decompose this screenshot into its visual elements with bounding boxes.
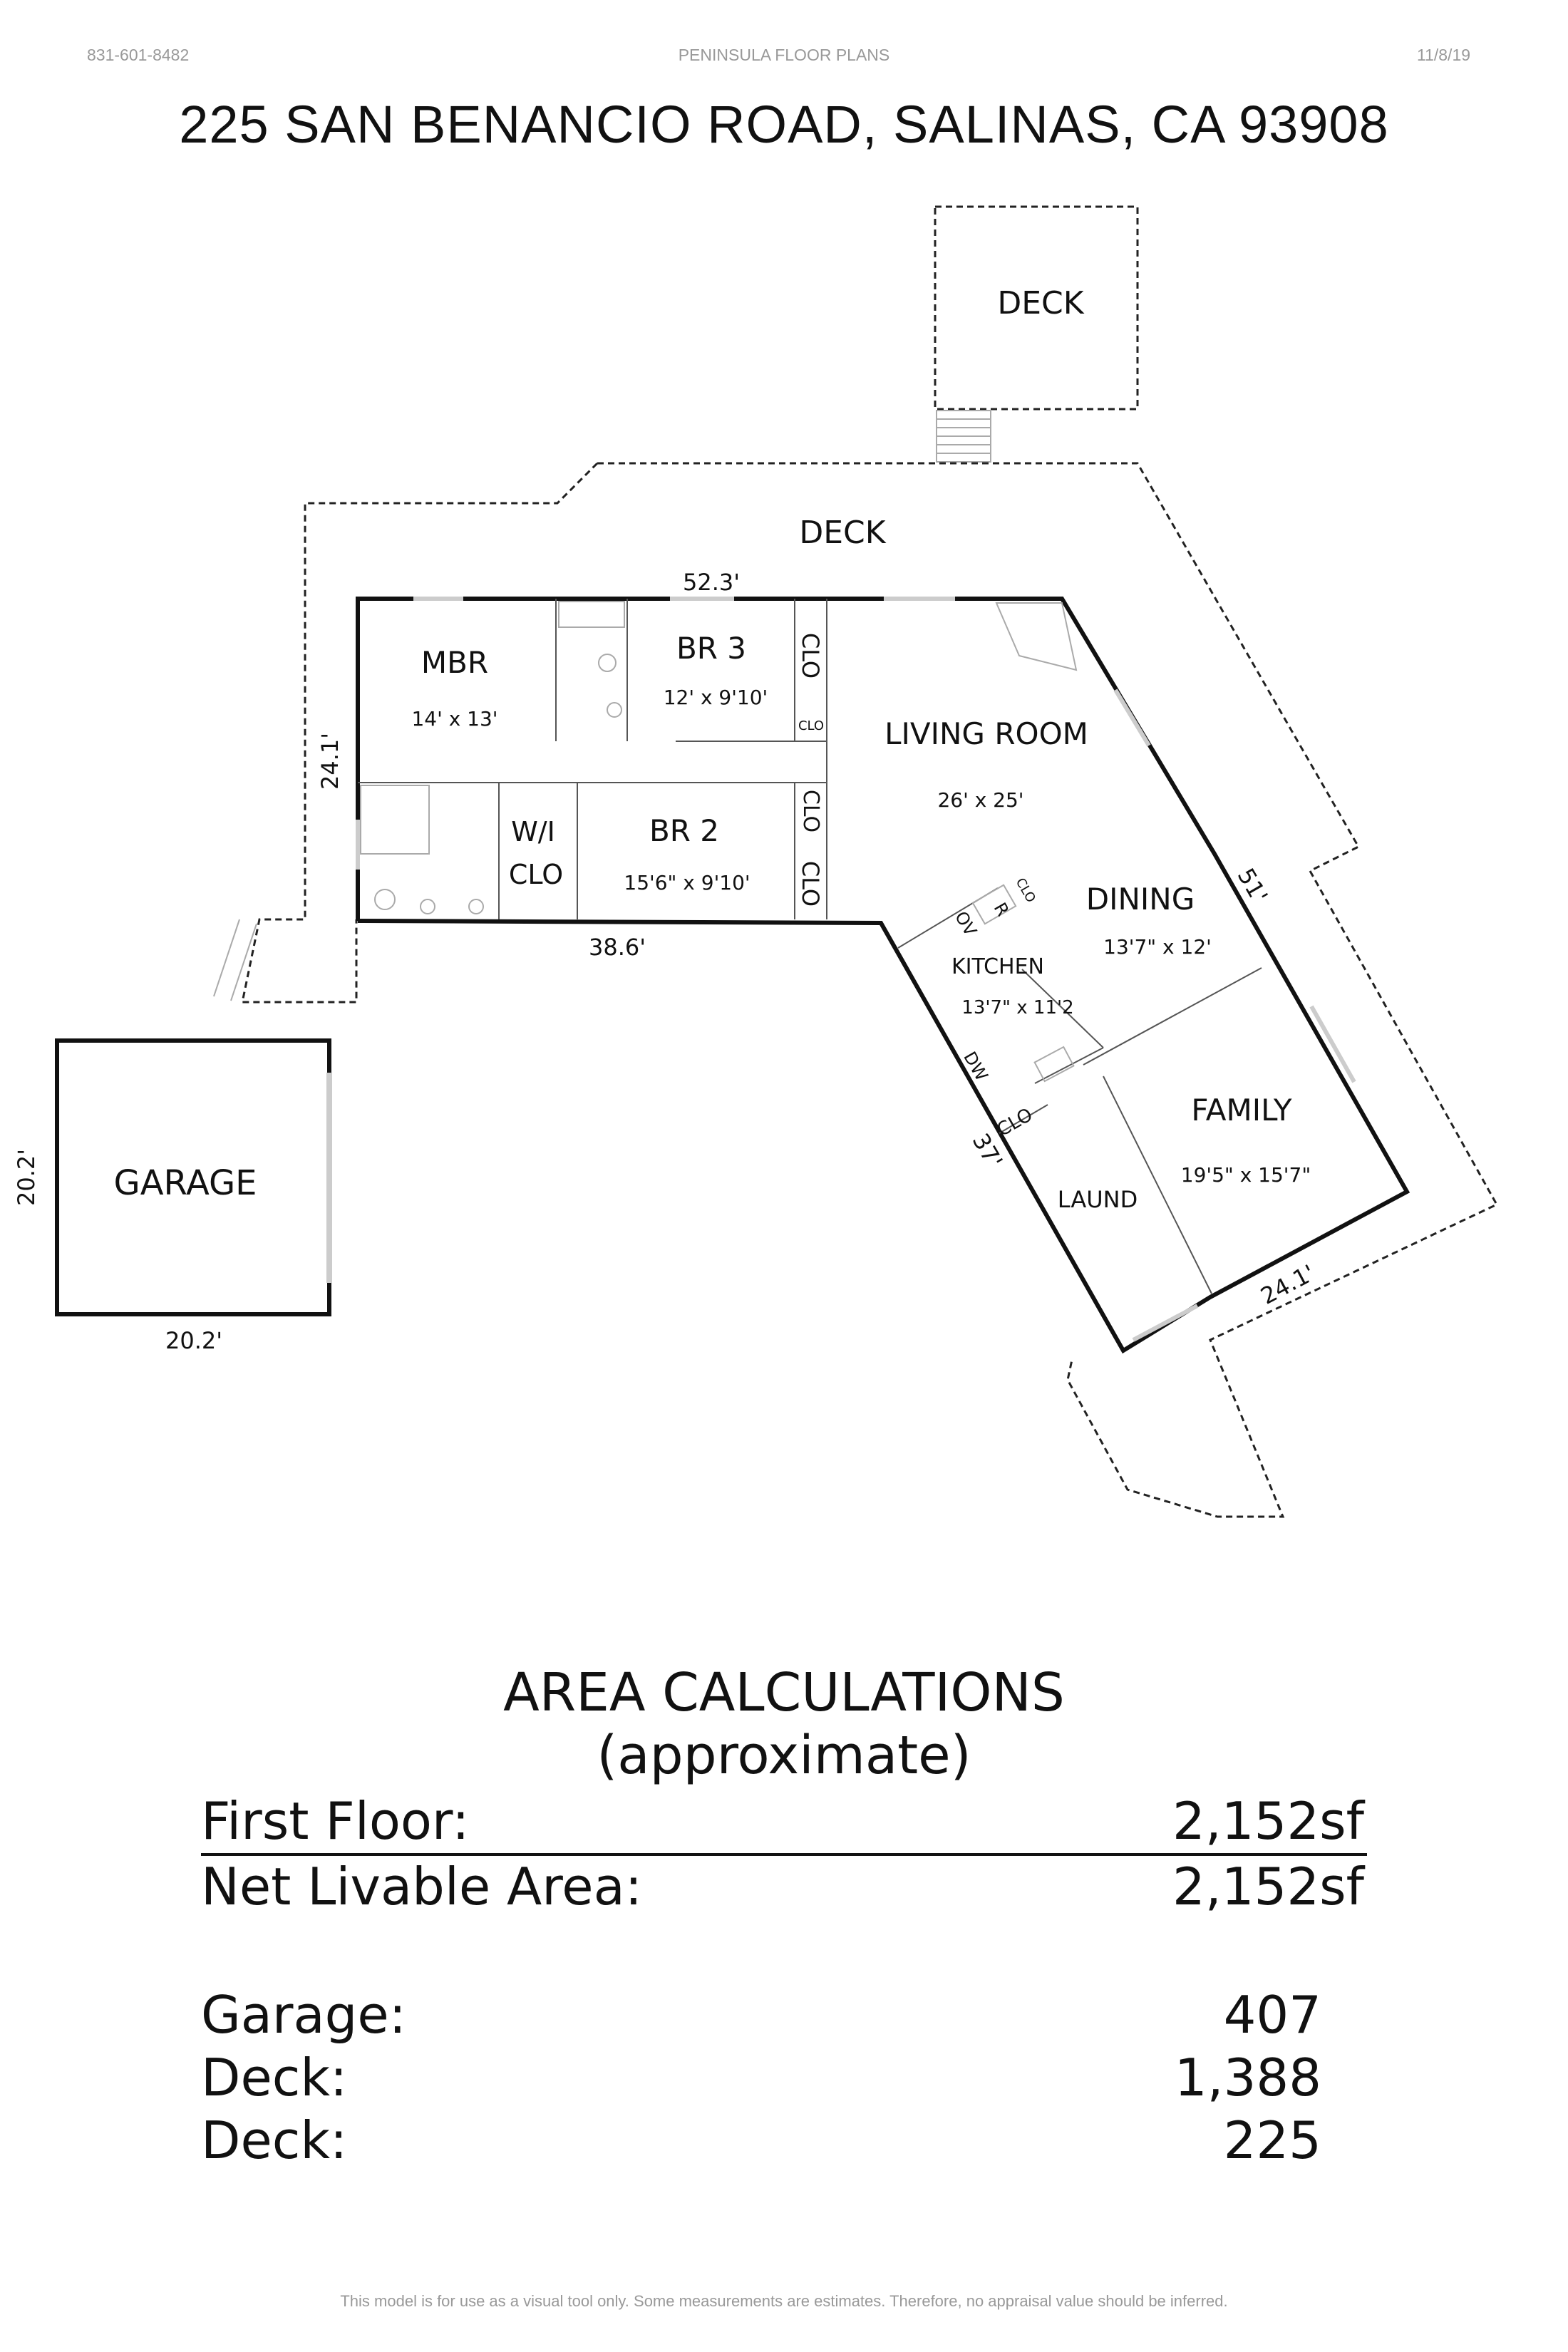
oven-label: OV bbox=[951, 908, 981, 940]
dim-diagonal-right: 51' bbox=[1232, 864, 1274, 908]
house-exterior-walls bbox=[356, 597, 1410, 1354]
garage-label: GARAGE bbox=[114, 1163, 257, 1203]
area-row-value: 225 bbox=[1223, 2110, 1321, 2170]
side-steps bbox=[213, 919, 257, 1001]
dishwasher-label: DW bbox=[959, 1048, 991, 1085]
closet-label-small: CLO bbox=[798, 718, 824, 733]
kitchen-dimensions: 13'7" x 11'2 bbox=[961, 997, 1073, 1018]
phone-number: 831-601-8482 bbox=[87, 46, 190, 64]
deck-stairs bbox=[936, 410, 991, 463]
area-row-label: Garage: bbox=[201, 1985, 406, 2045]
mbr-label: MBR bbox=[421, 645, 488, 680]
closet-label-kitchen: CLO bbox=[1013, 875, 1038, 905]
area-calculations-subtitle: (approximate) bbox=[597, 1725, 971, 1786]
dim-top-wall: 52.3' bbox=[683, 569, 740, 596]
laundry-label: LAUND bbox=[1058, 1186, 1138, 1213]
area-row-label: Net Livable Area: bbox=[201, 1857, 642, 1917]
closet-label-br2-upper: CLO bbox=[798, 790, 823, 832]
bathroom-fixtures bbox=[360, 601, 625, 914]
refrigerator bbox=[971, 884, 1017, 925]
area-divider bbox=[201, 1853, 1367, 1856]
area-row-label: Deck: bbox=[201, 2048, 348, 2108]
closet-label-br3: CLO bbox=[797, 633, 824, 679]
family-label: FAMILY bbox=[1191, 1093, 1291, 1128]
area-row-value: 1,388 bbox=[1174, 2048, 1321, 2108]
area-row-label: First Floor: bbox=[201, 1791, 470, 1851]
area-row-value: 2,152sf bbox=[1172, 1857, 1364, 1917]
br3-label: BR 3 bbox=[676, 631, 746, 666]
shower bbox=[360, 785, 430, 855]
living-room-dimensions: 26' x 25' bbox=[937, 788, 1023, 812]
upper-deck-outline bbox=[934, 205, 1139, 411]
sink-icon bbox=[420, 899, 435, 914]
living-room-label: LIVING ROOM bbox=[884, 716, 1088, 751]
deck-main-label: DECK bbox=[799, 515, 886, 551]
dining-dimensions: 13'7" x 12' bbox=[1103, 935, 1212, 959]
property-address: 225 SAN BENANCIO ROAD, SALINAS, CA 93908 bbox=[179, 95, 1389, 154]
main-deck-outline bbox=[597, 462, 1499, 1518]
sink-icon bbox=[607, 702, 622, 718]
dim-garage-width: 20.2' bbox=[165, 1327, 222, 1354]
left-deck-outline bbox=[241, 462, 599, 1004]
walk-in-label: W/I bbox=[511, 816, 555, 847]
refrigerator-label: R bbox=[990, 899, 1013, 919]
bathtub bbox=[558, 601, 625, 628]
dim-garage-height: 20.2' bbox=[13, 1149, 40, 1206]
interior-walls bbox=[358, 599, 1262, 1294]
fireplace bbox=[995, 602, 1078, 671]
kitchen-label: KITCHEN bbox=[951, 954, 1044, 979]
br2-dimensions: 15'6" x 9'10' bbox=[624, 871, 750, 894]
walk-in-closet-label: CLO bbox=[509, 859, 563, 890]
br2-label: BR 2 bbox=[649, 813, 719, 848]
dim-bottom-wall: 38.6' bbox=[589, 934, 646, 961]
closet-label-br2-lower: CLO bbox=[797, 861, 824, 907]
toilet-icon bbox=[598, 654, 617, 672]
area-calculations-title: AREA CALCULATIONS bbox=[503, 1662, 1065, 1723]
dining-label: DINING bbox=[1086, 882, 1195, 917]
disclaimer-footer: This model is for use as a visual tool o… bbox=[340, 2292, 1228, 2310]
br3-dimensions: 12' x 9'10' bbox=[664, 686, 768, 709]
deck-upper-label: DECK bbox=[997, 285, 1084, 321]
toilet-icon bbox=[374, 889, 396, 910]
family-dimensions: 19'5" x 15'7" bbox=[1181, 1163, 1311, 1187]
area-row-label: Deck: bbox=[201, 2110, 348, 2170]
windows bbox=[356, 597, 1356, 1342]
area-row-value: 2,152sf bbox=[1172, 1791, 1364, 1851]
sink-icon bbox=[468, 899, 484, 914]
mbr-dimensions: 14' x 13' bbox=[411, 707, 497, 731]
company-name: PENINSULA FLOOR PLANS bbox=[678, 46, 890, 64]
plan-date: 11/8/19 bbox=[1417, 46, 1471, 64]
cooktop bbox=[1033, 1046, 1075, 1083]
dim-left-wall: 24.1' bbox=[316, 733, 344, 790]
area-row-value: 407 bbox=[1223, 1985, 1321, 2045]
